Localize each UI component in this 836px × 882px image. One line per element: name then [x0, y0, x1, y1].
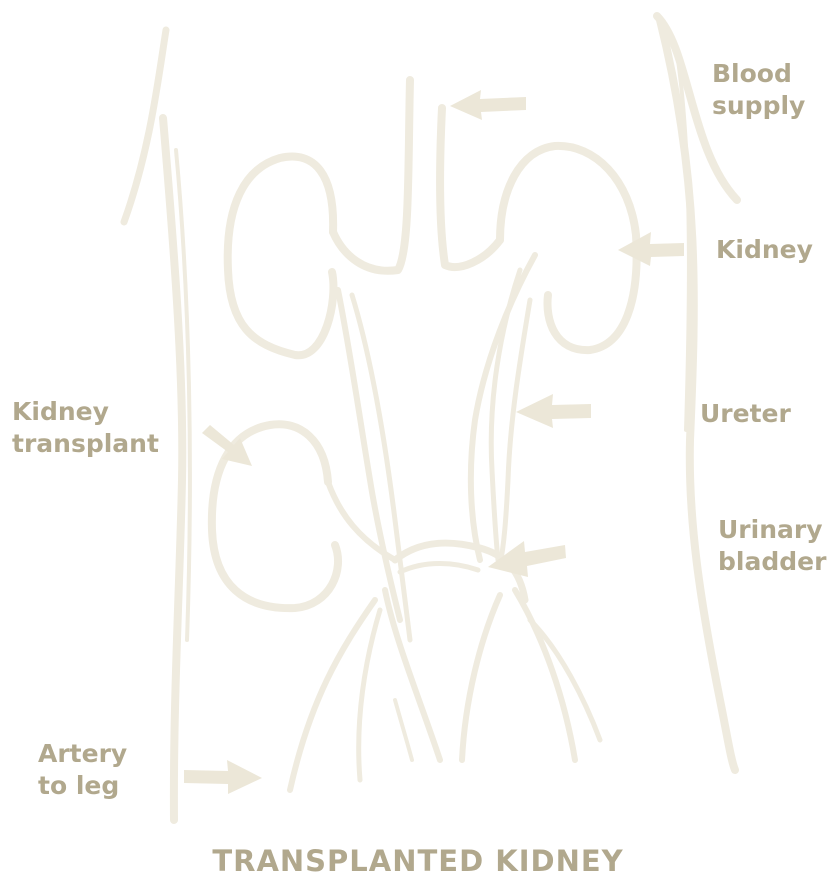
- label-blood-supply-line1: Blood: [712, 58, 805, 90]
- label-urinary-bladder-line2: bladder: [718, 546, 826, 578]
- arrow-ureter: [516, 394, 591, 428]
- urinary-bladder: [395, 543, 525, 600]
- native-kidney-left: [228, 80, 410, 355]
- arrow-artery-to-leg: [184, 760, 262, 794]
- label-kidney-transplant-line1: Kidney: [12, 396, 159, 428]
- label-artery-to-leg: Artery to leg: [38, 738, 127, 802]
- label-blood-supply: Blood supply: [712, 58, 805, 122]
- label-kidney: Kidney: [716, 234, 813, 266]
- iliac-vessels: [290, 590, 600, 790]
- label-blood-supply-line2: supply: [712, 90, 805, 122]
- label-ureter: Ureter: [700, 398, 791, 430]
- arrow-kidney: [618, 232, 684, 266]
- label-kidney-transplant-line2: transplant: [12, 428, 159, 460]
- label-urinary-bladder: Urinary bladder: [718, 514, 826, 578]
- body-outline-right: [657, 16, 737, 770]
- label-artery-to-leg-line1: Artery: [38, 738, 127, 770]
- diagram-title: TRANSPLANTED KIDNEY: [0, 844, 836, 878]
- native-ureters: [338, 255, 535, 640]
- label-artery-to-leg-line2: to leg: [38, 770, 127, 802]
- native-kidney-right: [440, 108, 637, 350]
- label-kidney-transplant: Kidney transplant: [12, 396, 159, 460]
- label-urinary-bladder-line1: Urinary: [718, 514, 826, 546]
- arrow-urinary-bladder: [488, 541, 566, 577]
- arrow-blood-supply: [450, 90, 526, 120]
